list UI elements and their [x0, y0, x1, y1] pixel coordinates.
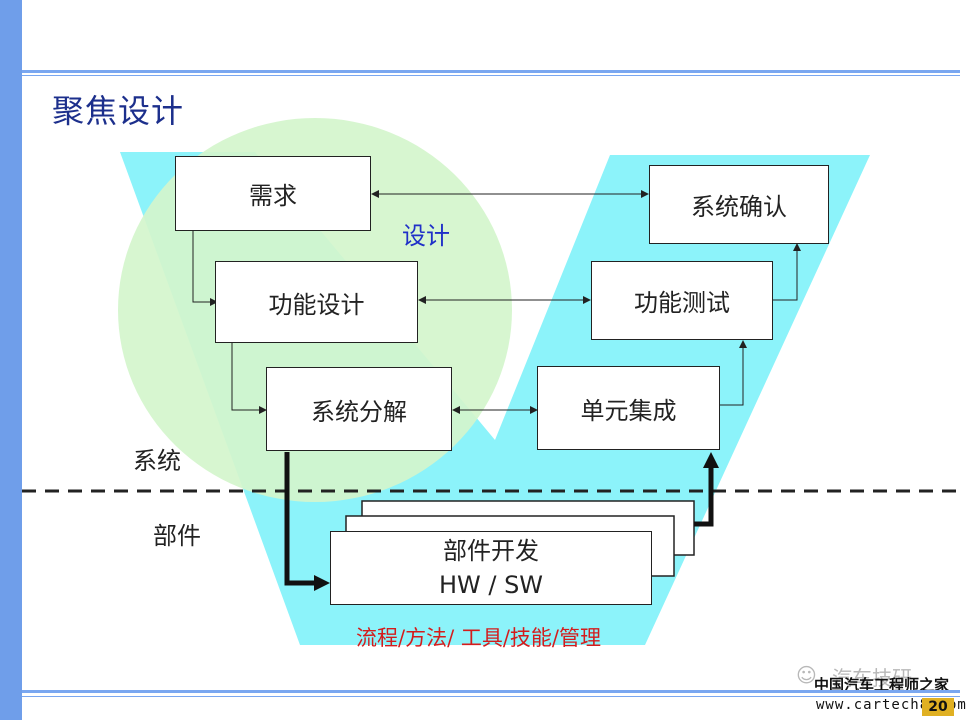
- page-number: 20: [922, 698, 954, 716]
- wechat-icon: ☺: [796, 663, 817, 687]
- component-level-label: 部件: [153, 522, 201, 550]
- box-system-decomposition: 系统分解: [266, 367, 452, 451]
- top-rule: [22, 70, 960, 73]
- left-accent-bar: [0, 0, 22, 720]
- watermark-text: 汽车技研: [832, 666, 912, 690]
- site-name: 中国汽车工程师之家: [814, 676, 950, 694]
- bottom-rule: [22, 690, 960, 693]
- top-rule-thin: [22, 75, 960, 76]
- box-function-test: 功能测试: [591, 261, 773, 340]
- component-dev-title: 部件开发: [443, 537, 539, 565]
- slide-title: 聚焦设计: [52, 92, 185, 130]
- system-level-label: 系统: [133, 447, 181, 475]
- connector-requirement-function: [192, 230, 218, 306]
- connector-test-validation: [772, 243, 801, 301]
- box-component-development: 部件开发 HW / SW: [330, 531, 652, 605]
- thick-arrow-to-integration: [694, 452, 719, 527]
- box-function-design: 功能设计: [215, 261, 418, 343]
- design-label: 设计: [402, 222, 450, 250]
- connector-function-decomposition: [231, 342, 267, 414]
- bottom-rule-thin: [22, 696, 960, 697]
- thick-arrow-to-component: [284, 452, 330, 591]
- box-unit-integration: 单元集成: [537, 366, 720, 450]
- box-system-validation: 系统确认: [649, 165, 829, 244]
- process-methods-label: 流程/方法/ 工具/技能/管理: [356, 626, 601, 650]
- connector-integration-test: [719, 340, 747, 406]
- component-dev-subtitle: HW / SW: [438, 571, 544, 599]
- box-requirement: 需求: [175, 156, 371, 231]
